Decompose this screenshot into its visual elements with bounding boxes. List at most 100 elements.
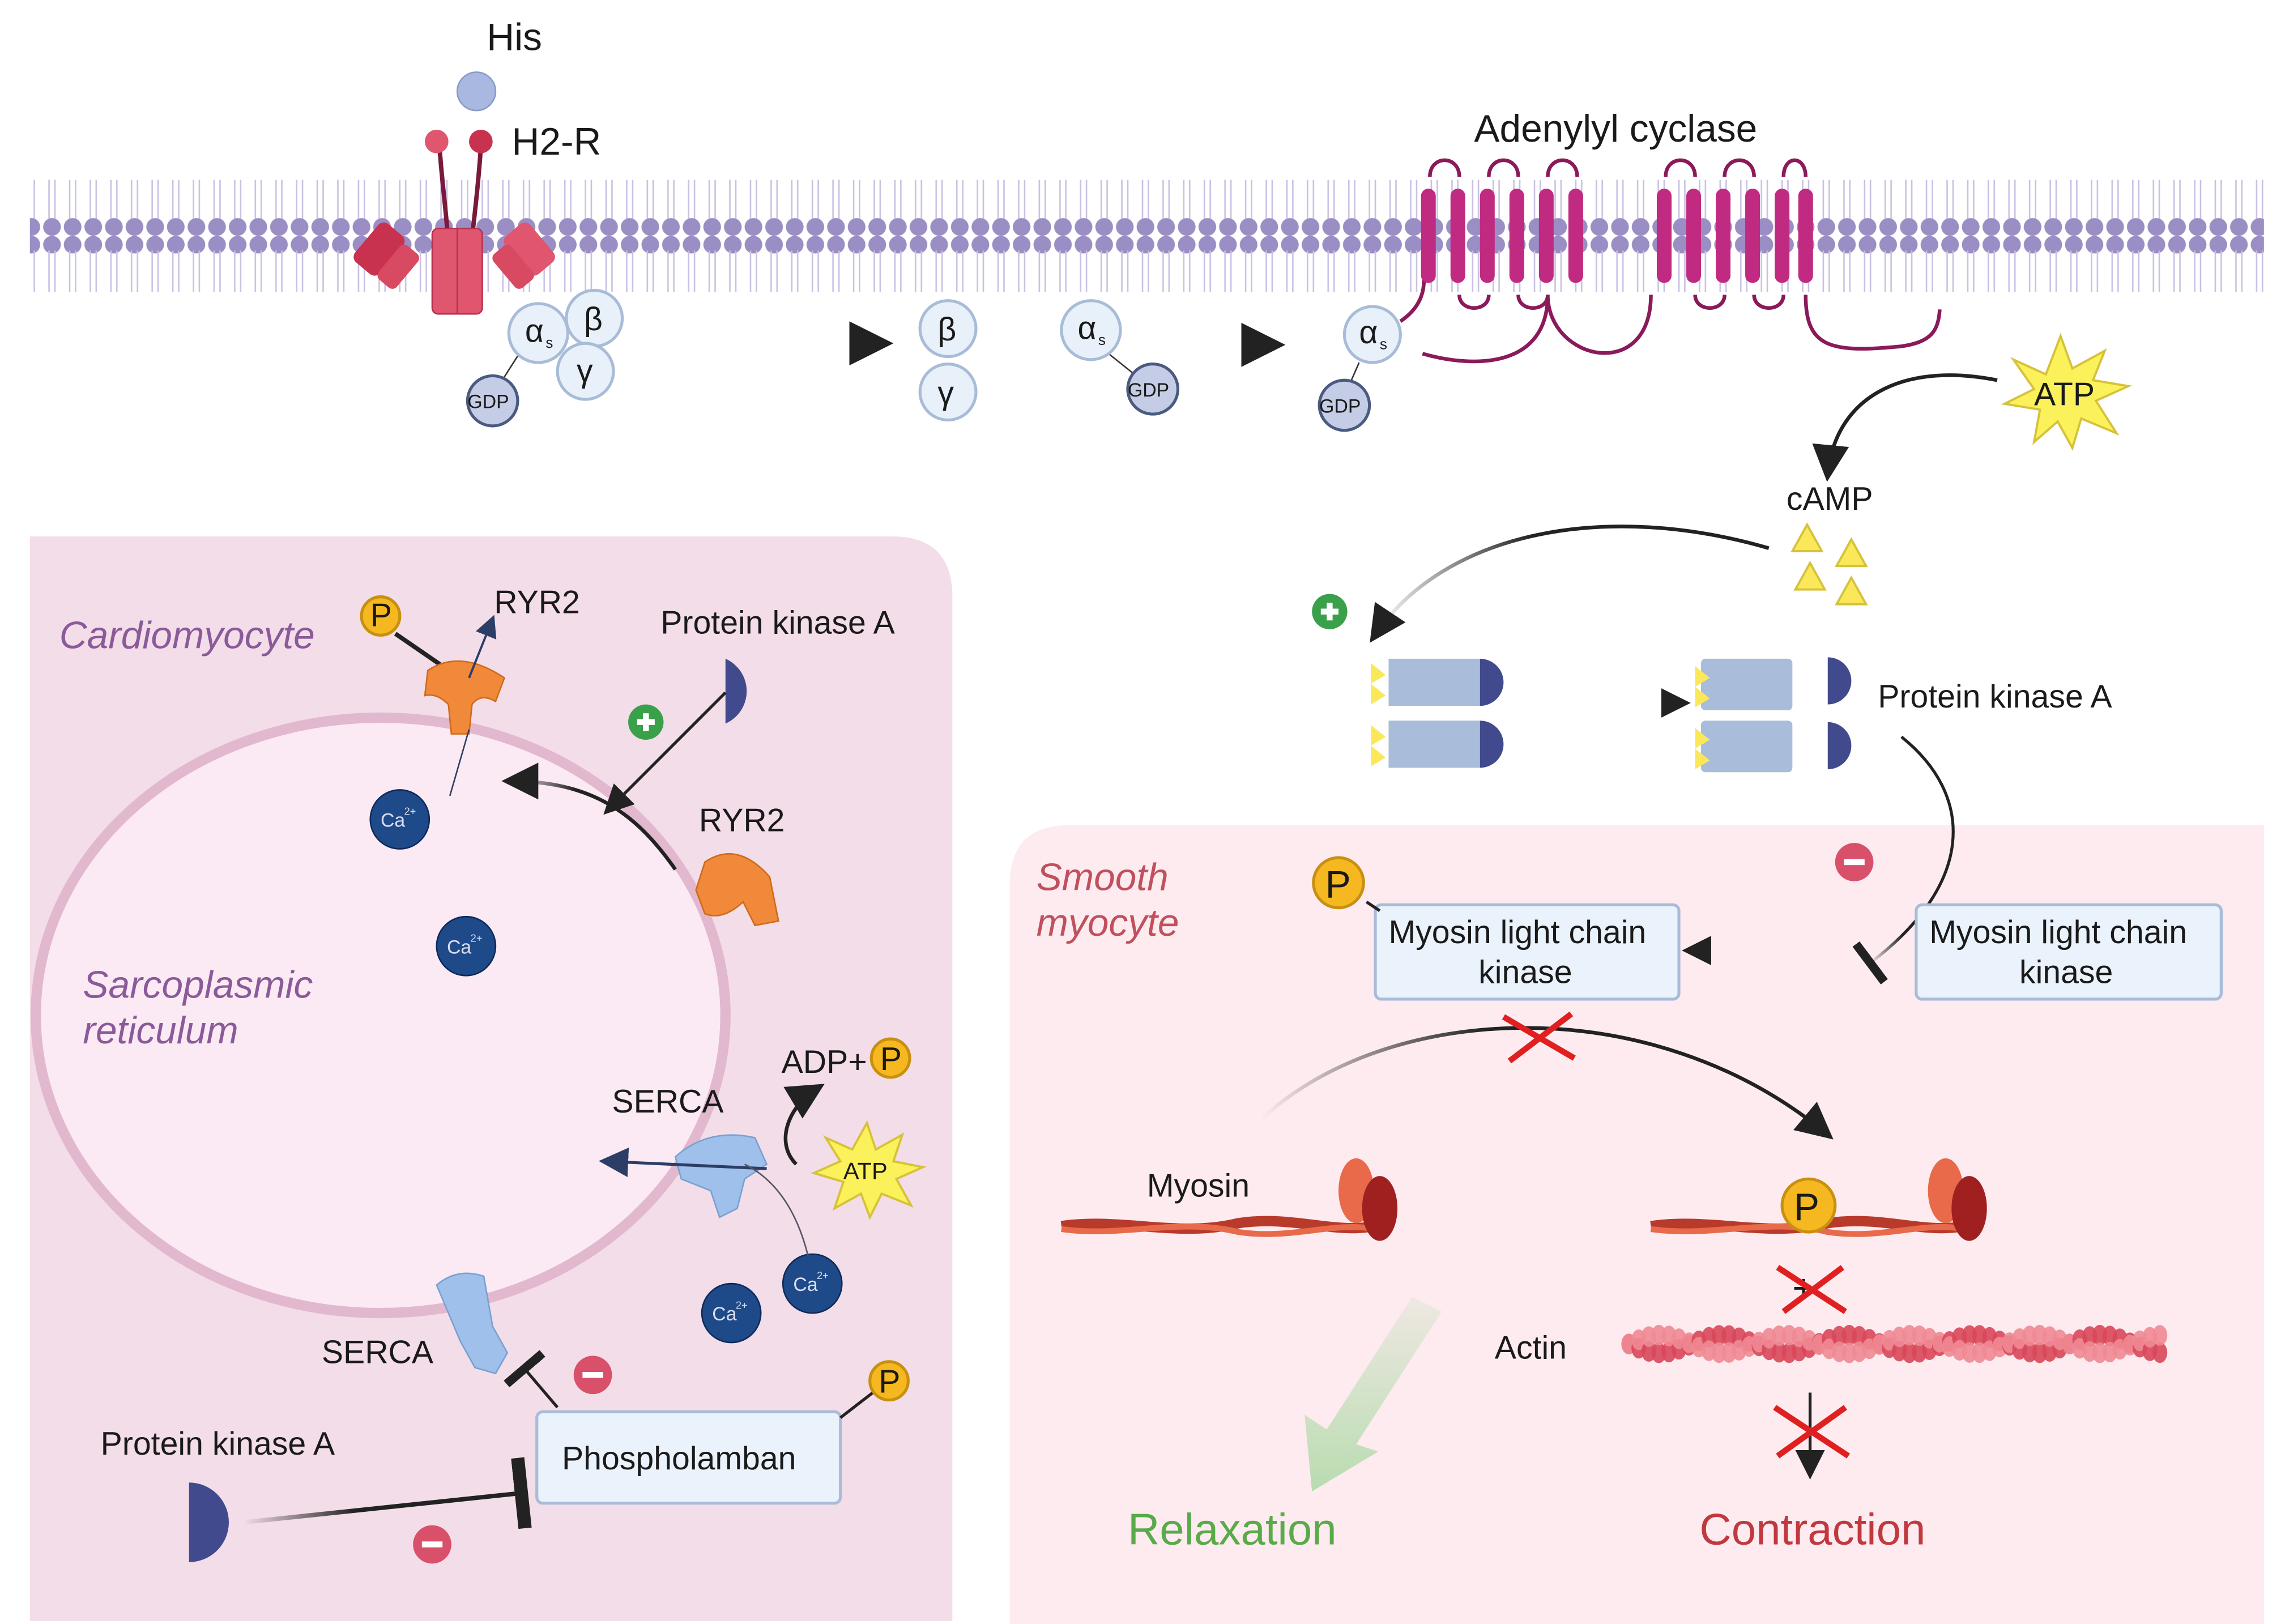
actin-label: Actin bbox=[1495, 1330, 1567, 1366]
minus-sign-plb bbox=[413, 1525, 451, 1564]
calcium-ion-1: Ca2+ bbox=[369, 789, 430, 850]
histamine-label: His bbox=[487, 16, 542, 58]
serca-top bbox=[674, 1134, 768, 1218]
contraction-label: Contraction bbox=[1699, 1504, 1925, 1554]
svg-text:γ: γ bbox=[937, 375, 954, 411]
mlck-active-line2: kinase bbox=[1478, 954, 1572, 990]
svg-text:β: β bbox=[584, 301, 603, 338]
myosin-unphosphorylated bbox=[1060, 1158, 1398, 1241]
relaxation-label: Relaxation bbox=[1128, 1504, 1337, 1554]
serca-top-label: SERCA bbox=[612, 1084, 724, 1120]
arrow-pka-to-ryr2 bbox=[603, 691, 727, 815]
atp-star-serca: ATP bbox=[811, 1120, 927, 1220]
cardiomyocyte-title: Cardiomyocyte bbox=[59, 615, 315, 657]
svg-text:ATP: ATP bbox=[2034, 376, 2095, 412]
h2-receptor bbox=[353, 129, 555, 315]
actin-monomer bbox=[2152, 1342, 2168, 1363]
pka-top-icon bbox=[725, 658, 747, 724]
svg-text:s: s bbox=[545, 334, 553, 351]
arrow-atp-to-camp bbox=[1812, 373, 1998, 482]
sarcoplasmic-reticulum bbox=[31, 712, 731, 1319]
calcium-ion-3: Ca2+ bbox=[782, 1253, 843, 1314]
block-x-mlck bbox=[1502, 1011, 1576, 1064]
sr-label-line2: reticulum bbox=[83, 1009, 238, 1052]
camp-label: cAMP bbox=[1787, 481, 1873, 517]
pka-bottom-icon bbox=[189, 1482, 229, 1562]
inhibit-pka-to-mlck bbox=[1852, 735, 1955, 984]
phospholamban-label: Phospholamban bbox=[562, 1440, 796, 1477]
ryr2-top: P bbox=[360, 595, 506, 796]
svg-text:P: P bbox=[1325, 863, 1351, 906]
phosphate-myosin: P bbox=[1780, 1177, 1837, 1234]
adenylyl-cyclase-label: Adenylyl cyclase bbox=[1474, 108, 1757, 150]
svg-text:P: P bbox=[1794, 1186, 1819, 1229]
phosphate-plb: P bbox=[868, 1360, 910, 1402]
minus-sign-serca bbox=[573, 1356, 612, 1395]
svg-text:GDP: GDP bbox=[1128, 380, 1169, 401]
calcium-ion-2: Ca2+ bbox=[436, 915, 497, 977]
adenylyl-cyclase bbox=[1399, 158, 1942, 364]
svg-text:GDP: GDP bbox=[467, 391, 509, 413]
svg-text:P: P bbox=[879, 1364, 900, 1400]
svg-text:2+: 2+ bbox=[736, 1299, 748, 1311]
histamine-ligand bbox=[456, 71, 497, 112]
arrow-ca-release bbox=[501, 762, 677, 871]
arrow-camp-to-pka bbox=[1370, 525, 1770, 643]
alpha-s-gdp: α s GDP bbox=[1060, 299, 1180, 416]
mlck-inactive-line2: kinase bbox=[2019, 954, 2113, 990]
phospholamban-box bbox=[535, 1410, 842, 1505]
ryr2-side bbox=[695, 853, 779, 927]
plus-sign-ryr2 bbox=[628, 704, 664, 740]
inhibit-plb-to-serca bbox=[504, 1350, 559, 1409]
mlck-inactive-line1: Myosin light chain bbox=[1929, 914, 2187, 950]
myosin-label: Myosin bbox=[1147, 1168, 1250, 1204]
smooth-title-line1: Smooth bbox=[1037, 856, 1169, 898]
g-protein-trimer: α s β γ GDP bbox=[466, 288, 624, 428]
ryr2-top-label: RYR2 bbox=[494, 584, 580, 620]
phosphate-adp: P bbox=[869, 1037, 911, 1079]
camp-molecules bbox=[1791, 522, 1868, 606]
serca-bottom-label: SERCA bbox=[322, 1335, 434, 1371]
pka-holoenzyme bbox=[1371, 658, 1504, 768]
actin-filament bbox=[1621, 1324, 2168, 1363]
smooth-myocyte-panel bbox=[1009, 825, 2264, 1624]
mlck-inactive-box bbox=[1915, 903, 2223, 1001]
svg-text:β: β bbox=[937, 312, 956, 348]
svg-text:Ca: Ca bbox=[447, 936, 471, 958]
arrow-serca-uptake bbox=[599, 1147, 767, 1177]
pka-top-label: Protein kinase A bbox=[660, 605, 895, 641]
phosphate-mlck: P bbox=[1312, 856, 1365, 910]
mlck-active-box bbox=[1374, 903, 1681, 1001]
svg-text:Ca: Ca bbox=[793, 1274, 817, 1295]
actin-monomer bbox=[2152, 1325, 2168, 1346]
svg-text:2+: 2+ bbox=[471, 932, 483, 944]
svg-text:α: α bbox=[1359, 314, 1378, 351]
svg-text:α: α bbox=[1078, 310, 1097, 346]
pka-bottom-label: Protein kinase A bbox=[101, 1426, 335, 1462]
h2r-label: H2-R bbox=[512, 121, 602, 163]
svg-text:Ca: Ca bbox=[712, 1303, 736, 1325]
calcium-ion-4: Ca2+ bbox=[701, 1282, 762, 1344]
serca-bottom bbox=[436, 1272, 509, 1375]
svg-text:s: s bbox=[1098, 331, 1106, 348]
mlck-active-line1: Myosin light chain bbox=[1388, 914, 1646, 950]
svg-text:γ: γ bbox=[577, 353, 593, 389]
ca-to-serca-line bbox=[744, 1163, 809, 1256]
svg-text:s: s bbox=[1380, 336, 1387, 353]
svg-text:Ca: Ca bbox=[381, 810, 405, 832]
block-x-contraction bbox=[1773, 1405, 1851, 1459]
inhibit-pka-to-plb bbox=[243, 1457, 532, 1529]
smooth-title-line2: myocyte bbox=[1037, 902, 1179, 944]
svg-text:2+: 2+ bbox=[404, 806, 416, 817]
svg-text:P: P bbox=[880, 1041, 902, 1077]
pka-dissociated bbox=[1695, 657, 1852, 773]
beta-gamma-dimer: β γ bbox=[918, 299, 978, 422]
svg-text:2+: 2+ bbox=[817, 1270, 829, 1281]
relaxation-arrow bbox=[1305, 1297, 1442, 1491]
svg-text:α: α bbox=[525, 313, 544, 349]
svg-text:GDP: GDP bbox=[1319, 395, 1361, 417]
plus-sign-camp bbox=[1312, 594, 1348, 629]
arrow-atp-hydrolysis bbox=[783, 1084, 825, 1166]
adenylyl-cyclase-helices bbox=[1421, 189, 1813, 283]
